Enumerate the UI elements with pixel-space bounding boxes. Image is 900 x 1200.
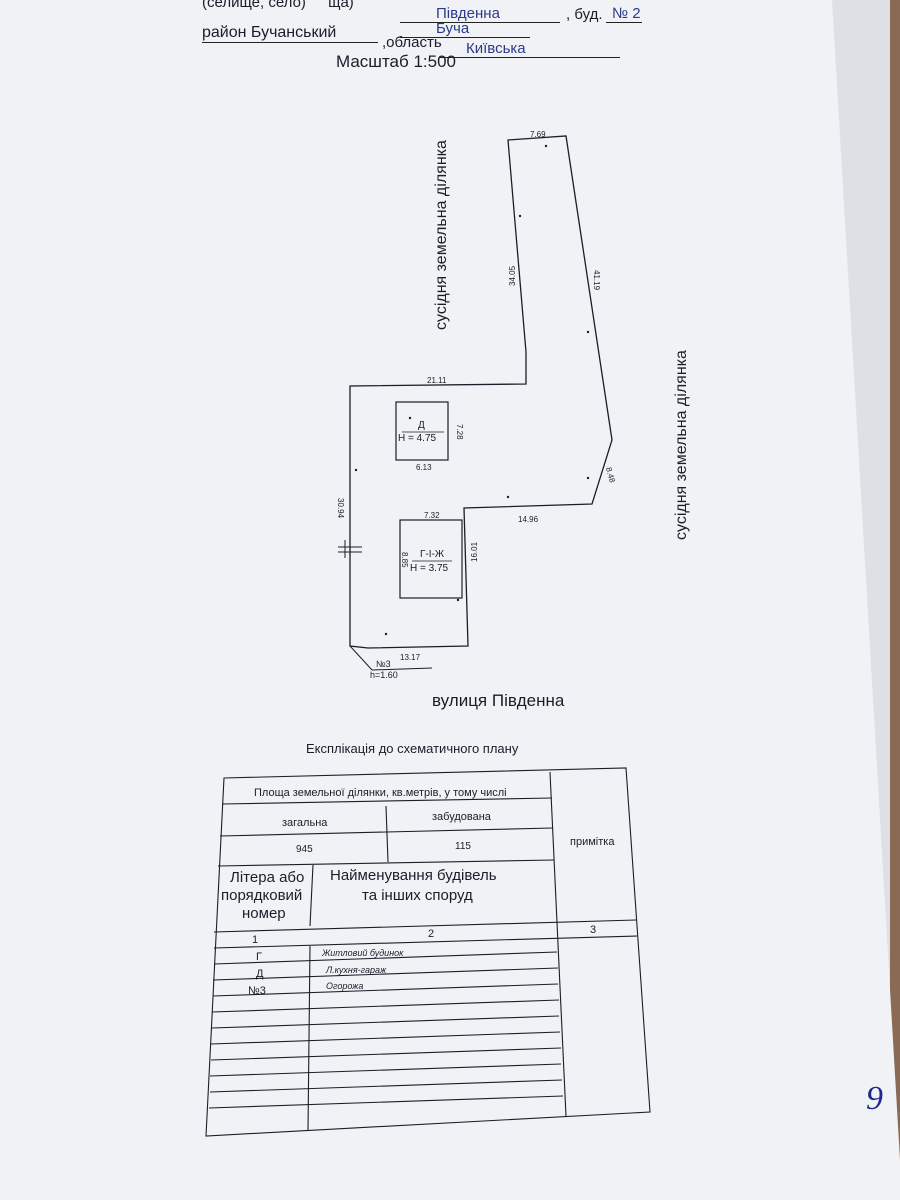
dim-house-width: 6.13: [416, 463, 432, 472]
row-2-name: Л.кухня-гараж: [325, 965, 387, 975]
header-col-split: [309, 864, 314, 927]
dim-top: 7.69: [530, 130, 546, 139]
area-header-bottom: [221, 797, 553, 805]
region-label: ,область: [382, 34, 442, 51]
page-number: 9: [866, 1080, 883, 1117]
building-d-outline: [395, 401, 449, 461]
built-label: забудована: [432, 811, 492, 823]
settlement-type: (селище, село): [202, 0, 306, 11]
dim-left-upper: 34.05: [508, 265, 517, 286]
note-col-line: [549, 771, 567, 1117]
dim-left-side: 30.94: [336, 498, 345, 519]
explication-title: Експлікація до схематичного плану: [306, 741, 519, 756]
col2-header-line2: та інших споруд: [362, 887, 473, 904]
built-value: 115: [455, 841, 471, 852]
neighbor-left-label: сусідня земельна ділянка: [433, 140, 450, 330]
header-bottom: [213, 919, 637, 933]
body-col-split: [307, 945, 311, 1131]
row-2-letter: Д: [256, 968, 264, 980]
col-number-2: 2: [428, 928, 434, 940]
dim-gi-width: 7.32: [424, 511, 440, 520]
street-value: Південна: [436, 5, 500, 22]
total-label: загальна: [282, 817, 328, 829]
dim-house-height-side: 7.28: [455, 424, 464, 440]
col2-header-line1: Найменування будівель: [330, 867, 497, 884]
dim-right-long: 41.19: [592, 270, 601, 291]
area-split: [385, 805, 389, 863]
note-header: примітка: [570, 836, 615, 848]
row-3-letter: №3: [248, 985, 266, 997]
col-number-3: 3: [590, 924, 596, 936]
area-values-bottom: [217, 859, 555, 867]
plot-boundary: [349, 135, 613, 649]
dim-gi-side: 8.85: [400, 552, 409, 568]
fence-label: №3: [376, 659, 391, 669]
dim-bottom: 13.17: [400, 653, 421, 662]
row-1-letter: Г: [256, 951, 262, 963]
area-header: Площа земельної ділянки, кв.метрів, у то…: [254, 787, 507, 799]
street-label: вулиця Південна: [432, 691, 565, 710]
town-value: Буча: [436, 20, 470, 37]
fence-base: [371, 667, 433, 671]
row-1-name: Житловий будинок: [321, 948, 404, 958]
col1-header-line3: номер: [242, 905, 286, 922]
dim-right-bottom: 14.96: [518, 515, 539, 524]
break-mark: [338, 540, 362, 558]
row-3-name: Огорожа: [326, 981, 363, 991]
building-g-height: Н = 3.75: [410, 563, 449, 574]
district-underline: [202, 42, 378, 43]
dim-gi-right: 16.01: [470, 541, 479, 562]
col1-header-line2: порядковий: [221, 887, 302, 904]
neighbor-right-label: сусідня земельна ділянка: [673, 350, 690, 540]
building-label: , буд.: [566, 6, 603, 23]
col-number-bottom: [213, 935, 638, 949]
district-line: район Бучанський: [202, 24, 337, 41]
header-line-1: (селище, село) ща): [202, 0, 354, 11]
fence-height: h=1.60: [370, 670, 398, 680]
dim-right-short: 8.48: [604, 466, 617, 484]
scale: Масштаб 1:500: [336, 52, 456, 71]
building-g-outline: [399, 519, 463, 599]
col1-header-line1: Літера або: [230, 869, 304, 886]
survey-points: [354, 144, 590, 636]
building-d-letter: Д: [418, 420, 425, 431]
building-d-height: Н = 4.75: [398, 433, 437, 444]
street-fragment: ща): [328, 0, 354, 11]
building-g-letter: Г-І-Ж: [420, 549, 445, 560]
region-underline: [440, 57, 620, 58]
town-underline: [400, 37, 530, 38]
building-underline: [606, 22, 642, 23]
street-underline: [400, 22, 560, 23]
site-plan: сусідня земельна ділянка сусідня земельн…: [336, 130, 690, 710]
fence-corner: [349, 645, 373, 671]
col-number-1: 1: [252, 934, 258, 946]
explication-table: Площа земельної ділянки, кв.метрів, у то…: [205, 767, 651, 1137]
total-value: 945: [296, 844, 313, 855]
dim-mid-top: 21.11: [427, 376, 447, 385]
building-number: № 2: [612, 5, 641, 22]
region-value: Київська: [466, 40, 526, 57]
